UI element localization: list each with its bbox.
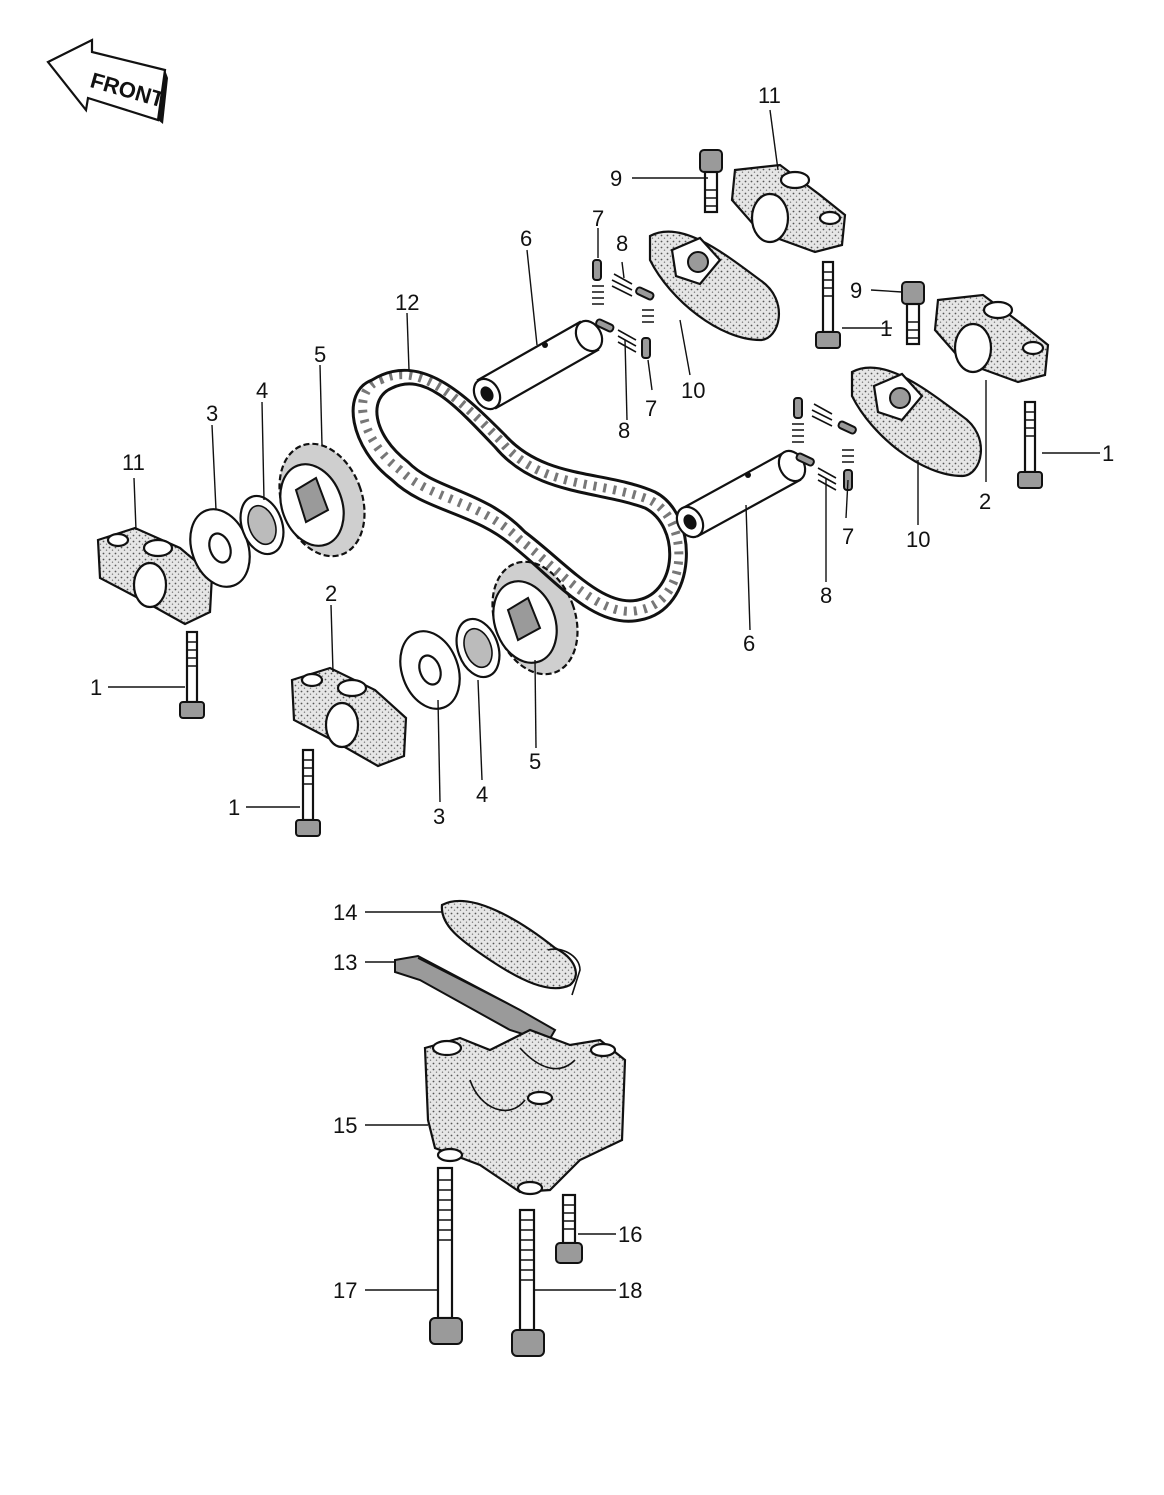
plug-bolt-9b (901, 281, 925, 346)
label-11-top: 11 (758, 83, 781, 108)
shaft-6b (675, 449, 807, 539)
shim-4b (455, 617, 501, 679)
holder-right-2 (933, 293, 1050, 384)
label-2-bottom: 2 (325, 581, 337, 606)
label-15: 15 (333, 1113, 357, 1138)
long-bolt-17 (429, 1166, 463, 1345)
front-arrow-icon: FRONT (46, 38, 168, 124)
holder-top-11 (730, 163, 847, 254)
label-8-top: 8 (616, 231, 628, 256)
shim-4a (239, 494, 285, 556)
label-7-top: 7 (592, 206, 604, 231)
small-bolt-16 (555, 1193, 583, 1264)
weight-10b (850, 366, 982, 478)
label-8-mid: 8 (618, 418, 630, 443)
label-1-bottom: 1 (228, 795, 240, 820)
label-1-left: 1 (90, 675, 102, 700)
label-9-right: 9 (850, 278, 862, 303)
sprocket-5b (491, 560, 579, 676)
housing-15 (423, 1028, 627, 1196)
weight-10a (648, 230, 780, 342)
label-16: 16 (618, 1222, 642, 1247)
label-4-bottom: 4 (476, 782, 488, 807)
bolt-top-1 (814, 260, 842, 350)
label-8-right: 8 (820, 583, 832, 608)
label-17: 17 (333, 1278, 357, 1303)
long-bolt-18 (511, 1208, 545, 1357)
label-5-top: 5 (314, 342, 326, 367)
label-18: 18 (618, 1278, 642, 1303)
pins-springs-upper (592, 259, 655, 359)
label-10-right: 10 (906, 527, 930, 552)
bolt-left-1 (178, 630, 206, 720)
shaft-6a (472, 319, 604, 411)
label-7-right: 7 (842, 524, 854, 549)
label-1-upper-right: 1 (880, 316, 892, 341)
label-3-bottom: 3 (433, 804, 445, 829)
holder-left-11 (96, 526, 214, 626)
label-2-right: 2 (979, 489, 991, 514)
holder-bottom-2 (290, 666, 408, 768)
label-13: 13 (333, 950, 357, 975)
guide-14 (440, 899, 581, 996)
label-12: 12 (395, 290, 419, 315)
label-3-top: 3 (206, 401, 218, 426)
bolt-right-1 (1016, 400, 1044, 490)
label-10-top: 10 (681, 378, 705, 403)
label-1-right: 1 (1102, 441, 1114, 466)
label-4-top: 4 (256, 378, 268, 403)
label-7-mid: 7 (645, 396, 657, 421)
bolt-bottom-1 (294, 748, 322, 838)
chain-12 (351, 368, 688, 623)
callout-labels: 11 9 7 8 6 12 10 8 7 5 4 3 11 1 2 1 3 4 … (90, 83, 1114, 1303)
label-14: 14 (333, 900, 357, 925)
label-9-top: 9 (610, 166, 622, 191)
sprocket-5a (278, 442, 366, 558)
label-5-bottom: 5 (529, 749, 541, 774)
plug-bolt-9a (699, 149, 723, 214)
label-6-bottom: 6 (743, 631, 755, 656)
leader-lines (108, 109, 1100, 1291)
label-11-left: 11 (122, 450, 145, 475)
washer-3b (399, 630, 461, 710)
label-6-top: 6 (520, 226, 532, 251)
